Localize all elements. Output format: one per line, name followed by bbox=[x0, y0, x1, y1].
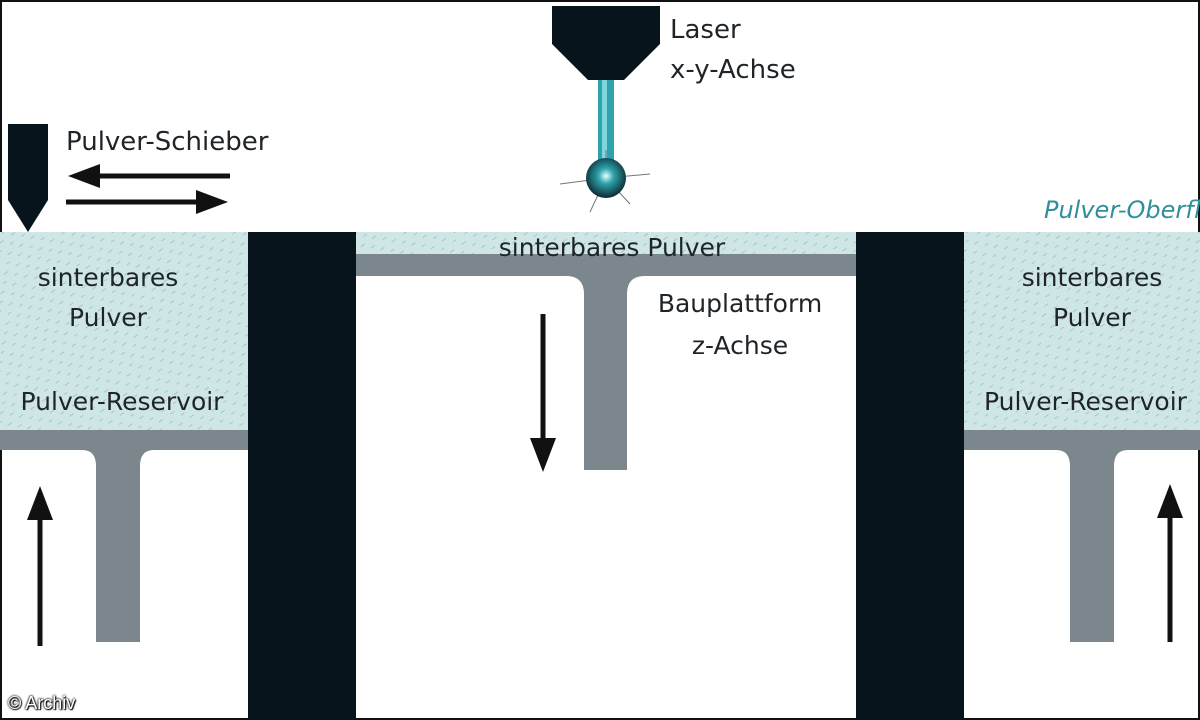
right-reservoir-label: Pulver-Reservoir bbox=[984, 387, 1188, 416]
right-reservoir-up-arrow bbox=[1157, 484, 1183, 642]
left-powder-label-1: sinterbares bbox=[38, 263, 179, 292]
platform-down-arrow bbox=[530, 314, 556, 472]
right-chamber-wall bbox=[856, 232, 964, 720]
powder-surface-label: Pulver-Oberfl bbox=[1044, 196, 1200, 224]
powder-pusher-blade bbox=[8, 124, 48, 232]
image-credit: © Archiv bbox=[8, 693, 76, 713]
right-powder-bed bbox=[964, 232, 1200, 430]
laser-spot bbox=[559, 150, 651, 213]
left-reservoir-piston bbox=[82, 450, 154, 642]
left-powder-bed bbox=[0, 232, 248, 430]
left-reservoir-plate bbox=[0, 430, 248, 450]
left-reservoir-label: Pulver-Reservoir bbox=[21, 387, 225, 416]
platform-label: Bauplattform bbox=[658, 289, 822, 318]
pusher-label: Pulver-Schieber bbox=[66, 127, 269, 157]
build-platform-piston bbox=[566, 276, 645, 470]
pusher-right-arrow bbox=[66, 190, 228, 214]
laser-axis-label: x-y-Achse bbox=[670, 55, 796, 85]
pusher-left-arrow bbox=[68, 164, 230, 188]
laser-beam-highlight bbox=[602, 80, 607, 164]
right-powder-label-2: Pulver bbox=[1053, 303, 1132, 332]
right-reservoir-plate bbox=[964, 430, 1200, 450]
right-powder-label-1: sinterbares bbox=[1022, 263, 1163, 292]
center-powder-label: sinterbares Pulver bbox=[499, 233, 726, 262]
platform-axis-label: z-Achse bbox=[692, 331, 788, 360]
left-reservoir-up-arrow bbox=[27, 486, 53, 646]
left-powder-label-2: Pulver bbox=[69, 303, 148, 332]
left-chamber-wall bbox=[248, 232, 356, 720]
center-powder-layer bbox=[356, 232, 856, 256]
right-reservoir-piston bbox=[1056, 450, 1128, 642]
build-platform-plate bbox=[356, 254, 856, 276]
laser-label: Laser bbox=[670, 15, 741, 45]
laser-head bbox=[552, 6, 660, 80]
